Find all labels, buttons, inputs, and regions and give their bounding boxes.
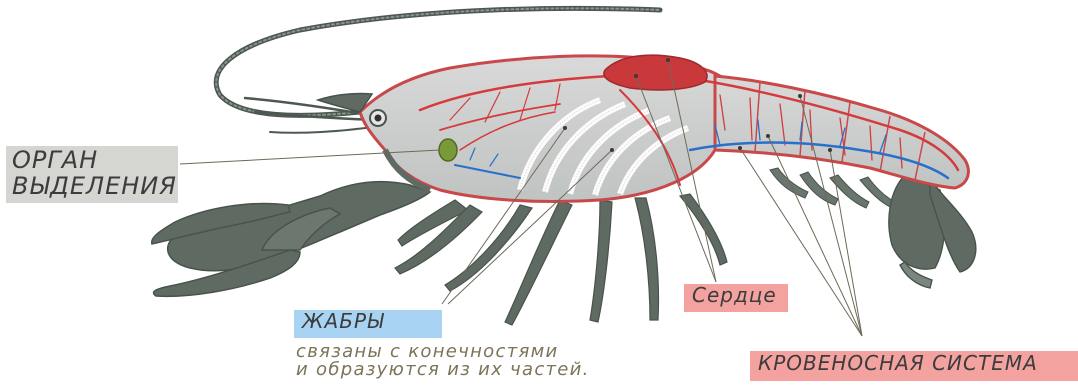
pointer-blood-4 <box>830 150 862 336</box>
swimmerets <box>770 168 895 208</box>
excretory-organ-label-line-2: ВЫДЕЛЕНИЯ <box>12 174 172 200</box>
excretory-organ <box>439 139 457 161</box>
gills-note-line-2: и образуются из их частей. <box>296 361 590 379</box>
gills-label: ЖАБРЫ <box>294 310 442 338</box>
tail-fan <box>889 175 976 288</box>
heart-label: Сердце <box>684 284 788 312</box>
claw <box>152 182 430 297</box>
heart <box>604 55 707 90</box>
gills-note: связаны с конечностями и образуются из и… <box>296 343 590 380</box>
walking-legs <box>395 194 727 325</box>
excretory-organ-label: ОРГАН ВЫДЕЛЕНИЯ <box>6 146 178 203</box>
circulatory-system-label: КРОВЕНОСНАЯ СИСТЕМА <box>750 351 1078 381</box>
excretory-organ-label-line-1: ОРГАН <box>12 148 172 174</box>
short-antenna-3 <box>270 126 380 133</box>
